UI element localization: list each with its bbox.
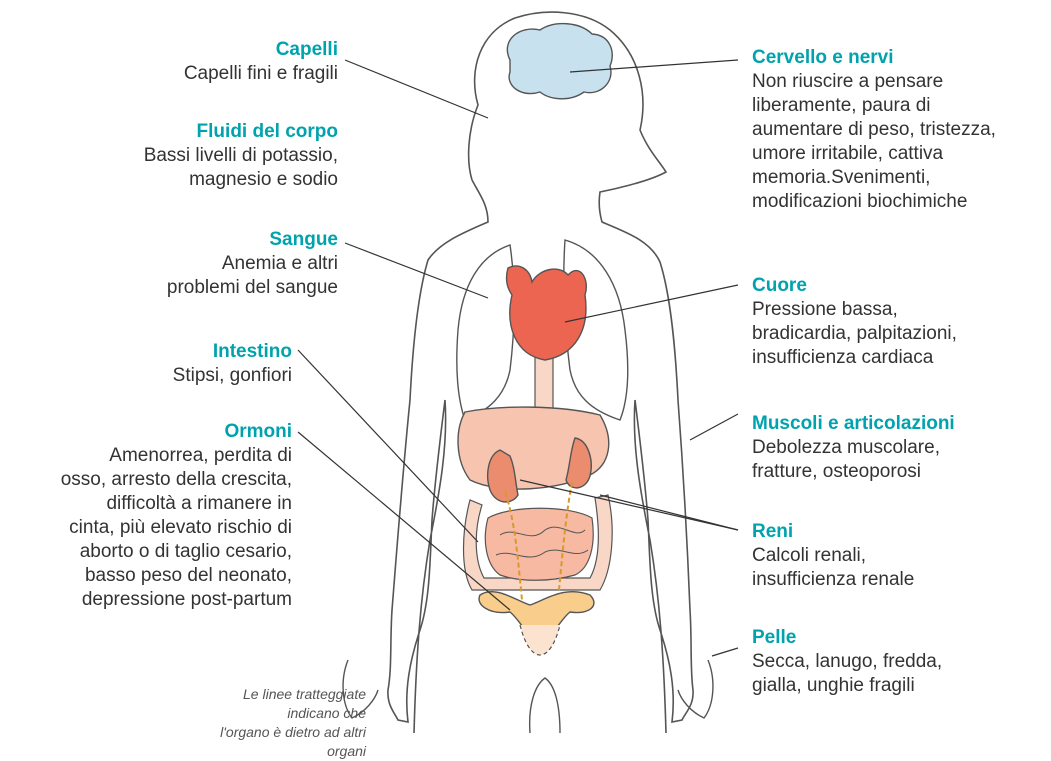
label-fluidi-desc: Bassi livelli di potassio, magnesio e so… [60,144,338,192]
label-muscoli-desc: Debolezza muscolare, fratture, osteoporo… [752,436,1047,484]
label-fluidi-title: Fluidi del corpo [60,120,338,144]
bladder [520,625,560,655]
label-ormoni: Ormoni Amenorrea, perdita di osso, arres… [0,420,292,612]
label-cuore-title: Cuore [752,274,1047,298]
label-cervello: Cervello e nervi Non riuscire a pensare … [752,46,1047,214]
label-intestino-title: Intestino [60,340,292,364]
label-capelli-desc: Capelli fini e fragili [120,62,338,86]
label-cuore-desc: Pressione bassa, bradicardia, palpitazio… [752,298,1047,370]
label-sangue-title: Sangue [60,228,338,252]
label-pelle-title: Pelle [752,626,1047,650]
label-cervello-desc: Non riuscire a pensare liberamente, paur… [752,70,1047,214]
label-intestino-desc: Stipsi, gonfiori [60,364,292,388]
label-ormoni-title: Ormoni [0,420,292,444]
label-reni: Reni Calcoli renali, insufficienza renal… [752,520,1047,592]
label-pelle: Pelle Secca, lanugo, fredda, gialla, ung… [752,626,1047,698]
label-muscoli-title: Muscoli e articolazioni [752,412,1047,436]
label-pelle-desc: Secca, lanugo, fredda, gialla, unghie fr… [752,650,1047,698]
label-fluidi: Fluidi del corpo Bassi livelli di potass… [60,120,338,192]
label-reni-desc: Calcoli renali, insufficienza renale [752,544,1047,592]
body-outline [469,12,693,733]
label-muscoli: Muscoli e articolazioni Debolezza muscol… [752,412,1047,484]
footnote: Le linee tratteggiate indicano che l'org… [190,685,366,761]
label-reni-title: Reni [752,520,1047,544]
legs-outline [530,678,560,733]
label-intestino: Intestino Stipsi, gonfiori [60,340,292,388]
label-capelli: Capelli Capelli fini e fragili [120,38,338,86]
label-capelli-title: Capelli [120,38,338,62]
label-sangue: Sangue Anemia e altri problemi del sangu… [60,228,338,300]
label-cervello-title: Cervello e nervi [752,46,1047,70]
brain [507,24,612,99]
hand-right-outline [678,660,713,718]
lung-left [457,245,514,420]
label-ormoni-desc: Amenorrea, perdita di osso, arresto dell… [0,444,292,612]
heart [507,266,587,360]
label-sangue-desc: Anemia e altri problemi del sangue [60,252,338,300]
label-cuore: Cuore Pressione bassa, bradicardia, palp… [752,274,1047,370]
small-intestine [485,508,593,580]
